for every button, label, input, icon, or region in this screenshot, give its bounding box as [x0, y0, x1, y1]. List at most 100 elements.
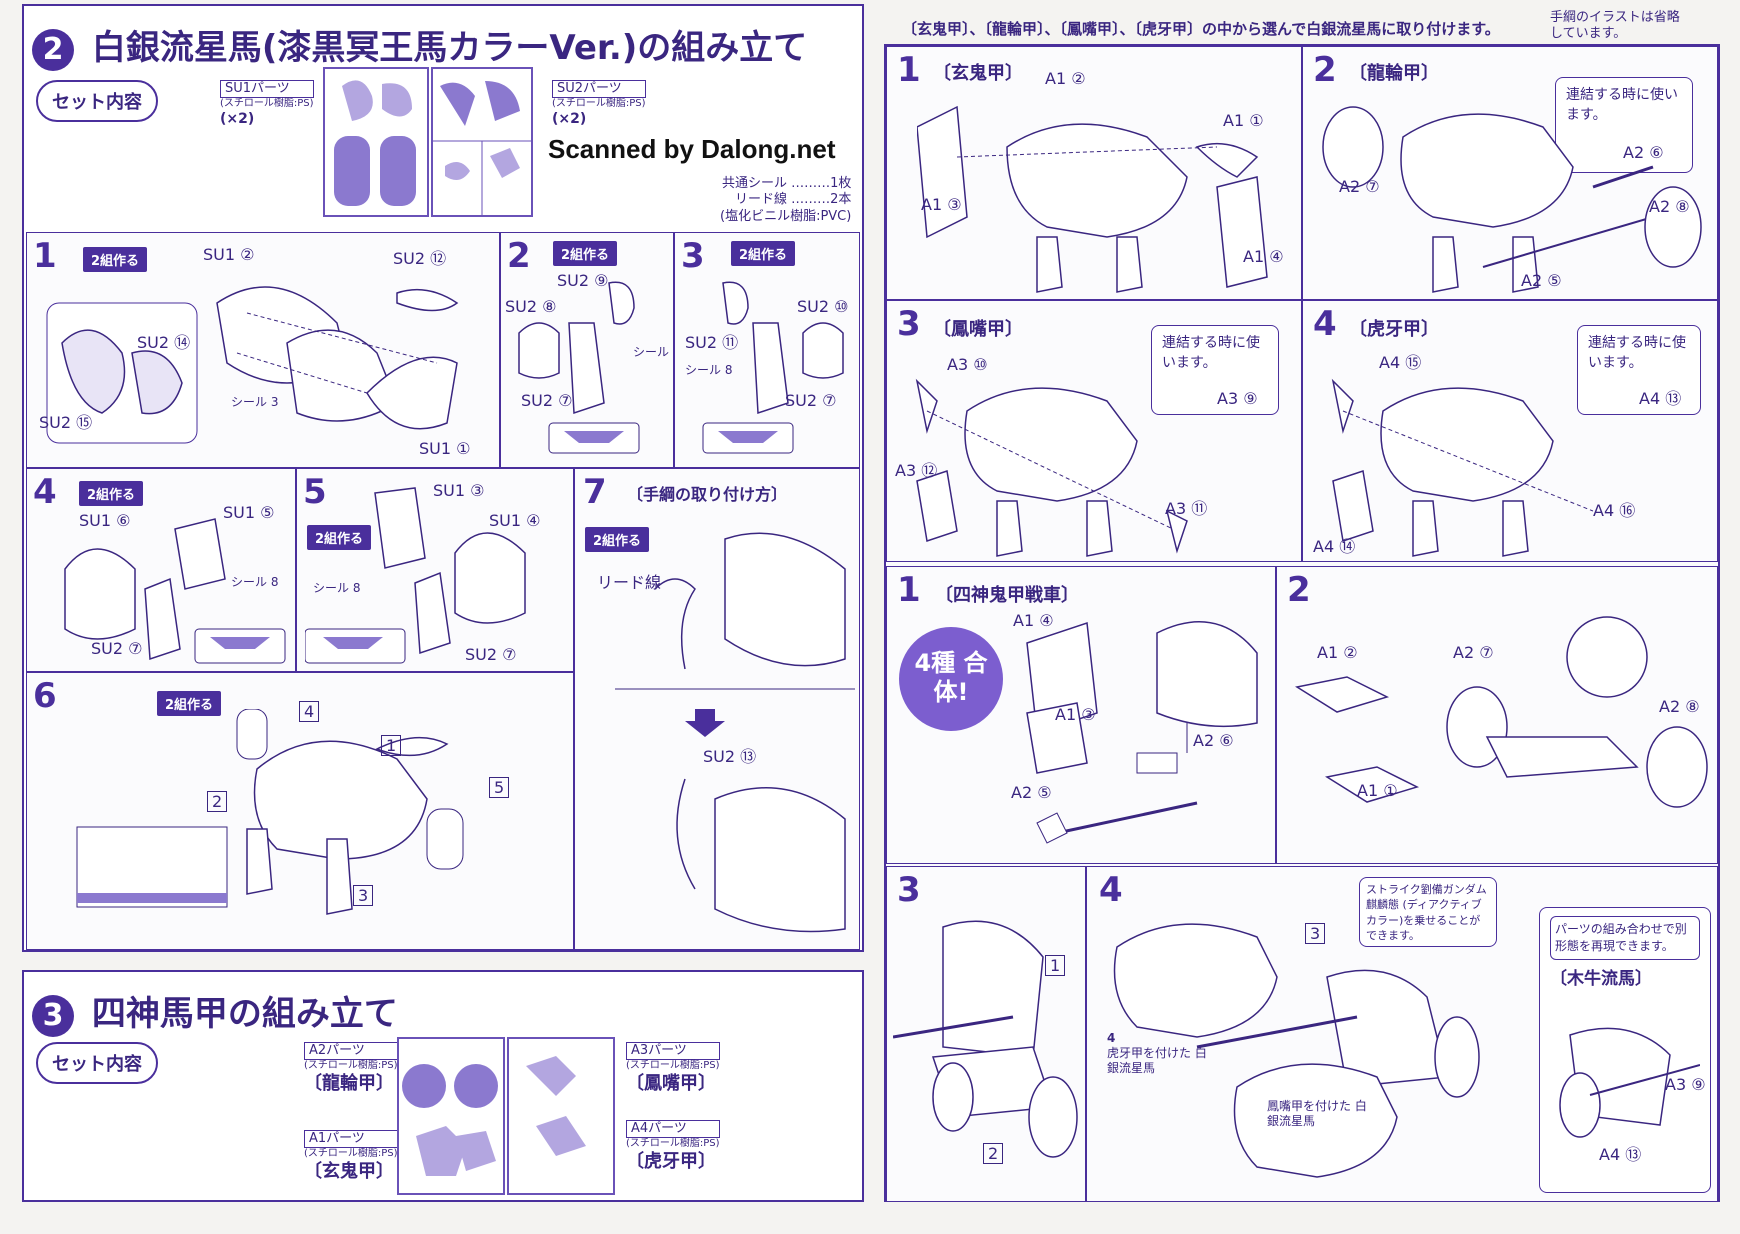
label-a3-12: A3 ⑫ [895, 461, 938, 480]
label-a4-16: A4 ⑯ [1593, 501, 1636, 520]
chariot-step-3-panel: 3 1 2 [886, 866, 1086, 1202]
label-a4-14: A4 ⑭ [1313, 537, 1356, 556]
step-number: 3 [681, 236, 705, 276]
armor-step-3-panel: 3 〔鳳嘴甲〕 連結する時に使います。 A3 ⑩ A3 ⑨ A3 ⑫ A3 ⑪ [886, 300, 1302, 562]
step6-horse-illustration [47, 709, 567, 945]
label-a2-6: A2 ⑥ [1623, 143, 1664, 162]
a3-parts-label: A3パーツ (スチロール樹脂:PS) 〔鳳嘴甲〕 [626, 1042, 720, 1094]
label-a1-3: A1 ③ [1055, 705, 1096, 724]
chariot2-illustration [1287, 607, 1713, 859]
label-su2-13: SU2 ⑬ [703, 747, 757, 766]
chariot3-illustration [893, 907, 1081, 1197]
label-a2-6: A2 ⑥ [1193, 731, 1234, 750]
extras-list: 共通シール ………1枚 リード線 ………2本 (塩化ビニル樹脂:PVC) [720, 176, 852, 224]
make-two-badge: 2組作る [585, 527, 650, 552]
step7-title: 〔手綱の取り付け方〕 [627, 485, 788, 504]
label-a4-13: A4 ⑬ [1639, 389, 1682, 408]
label-2: 2 [983, 1143, 1004, 1164]
step-2-panel: 2 2組作る SU2 ⑨ SU2 ⑧ SU2 ⑦ シール 8 [500, 232, 674, 468]
label-seal-8: シール 8 [313, 581, 361, 595]
label-su2-10: SU2 ⑩ [797, 297, 849, 316]
armor-step-2-panel: 2 〔龍輪甲〕 連結する時に使います。 A2 ⑥ A2 ⑦ A2 ⑧ A2 ⑤ [1302, 46, 1718, 300]
right-header: 〔玄鬼甲〕、〔龍輪甲〕、〔鳳嘴甲〕、〔虎牙甲〕の中から選んで白銀流星馬に取り付け… [902, 20, 1500, 38]
label-a2-8: A2 ⑧ [1659, 697, 1700, 716]
a4-parts-label: A4パーツ (スチロール樹脂:PS) 〔虎牙甲〕 [626, 1120, 720, 1172]
label-a4-13: A4 ⑬ [1599, 1145, 1642, 1164]
section3-title-text: 四神馬甲の組み立て [91, 994, 398, 1034]
step-number: 3 [897, 304, 921, 344]
chariot-title: 〔四神鬼甲戦車〕 [935, 585, 1079, 606]
label-a3-9: A3 ⑨ [1217, 389, 1258, 408]
label-a2-7: A2 ⑦ [1453, 643, 1494, 662]
label-su2-14: SU2 ⑭ [137, 333, 191, 352]
watermark: Scanned by Dalong.net [548, 134, 836, 164]
connect-note: 連結する時に使います。 [1577, 325, 1701, 415]
step-number: 4 [1099, 870, 1123, 910]
step-number: 4 [33, 472, 57, 512]
label-a4-15: A4 ⑮ [1379, 353, 1422, 372]
label-a2-7: A2 ⑦ [1339, 177, 1380, 196]
step-number: 4 [1313, 304, 1337, 344]
label-3-phoenix: 鳳嘴甲を付けた 白銀流星馬 [1267, 1099, 1367, 1128]
armor-step-title: 〔虎牙甲〕 [1349, 319, 1439, 340]
step-number: 1 [897, 570, 921, 610]
four-combo-badge: 4種 合体! [899, 627, 1003, 731]
chariot-step-4-panel: 4 ストライク劉備ガンダム 麒麟態 (ディアクティブカラー)を乗せることができま… [1086, 866, 1718, 1202]
label-1: 1 [1045, 955, 1066, 976]
connect-note: 連結する時に使います。 [1555, 77, 1693, 173]
label-su2-8: SU2 ⑧ [505, 297, 557, 316]
su2-runner-illustration [430, 66, 534, 218]
step-1-panel: 1 2組作る SU1 ② SU2 ⑫ SU2 ⑭ SU2 ⑮ SU1 ① シール… [26, 232, 500, 468]
step-number: 2 [1287, 570, 1311, 610]
label-5: 5 [489, 777, 510, 798]
label-a1-1: A1 ① [1357, 781, 1398, 800]
armor4-illustration [1323, 351, 1703, 559]
step2-leg-illustration [509, 273, 667, 463]
label-su1-6: SU1 ⑥ [79, 511, 131, 530]
step-3-panel: 3 2組作る SU2 ⑩ SU2 ⑪ SU2 ⑦ シール 8 [674, 232, 860, 468]
label-a3-11: A3 ⑪ [1165, 499, 1208, 518]
right-header-note: 手綱のイラストは省略しています。 [1550, 10, 1680, 42]
step-number: 6 [33, 676, 57, 716]
su1-runner-illustration [322, 66, 430, 218]
section2-title-text: 白銀流星馬(漆黒冥王馬カラーVer.)の組み立て [91, 28, 808, 68]
step-6-panel: 6 2組作る 4 1 2 5 3 [26, 672, 574, 950]
chariot-step-1-panel: 1 〔四神鬼甲戦車〕 4種 合体! A1 ④ A1 ③ A2 ⑥ A2 ⑤ [886, 566, 1276, 864]
label-1: 1 [381, 735, 402, 756]
set-contents-label: セット内容 [36, 80, 158, 122]
label-4-tiger: 4 虎牙甲を付けた 白銀流星馬 [1107, 1031, 1207, 1075]
label-su1-4: SU1 ④ [489, 511, 541, 530]
a-runners-illustration [396, 1036, 616, 1196]
set-contents-label-3: セット内容 [36, 1042, 158, 1084]
label-a3-10: A3 ⑩ [947, 355, 988, 374]
step3-leg-illustration [683, 273, 853, 463]
armor-step-title: 〔玄鬼甲〕 [933, 63, 1023, 84]
a2-parts-label: A2パーツ (スチロール樹脂:PS) 〔龍輪甲〕 [304, 1042, 398, 1094]
label-a1-3: A1 ③ [921, 195, 962, 214]
step5-leg-illustration [305, 483, 567, 669]
label-su1-5: SU1 ⑤ [223, 503, 275, 522]
label-2: 2 [207, 791, 228, 812]
label-su2-7: SU2 ⑦ [521, 391, 573, 410]
label-lead-wire: リード線 [597, 573, 662, 592]
make-two-badge: 2組作る [307, 525, 372, 550]
gundam-note: ストライク劉備ガンダム 麒麟態 (ディアクティブカラー)を乗せることができます。 [1359, 877, 1497, 947]
label-4: 4 [299, 701, 320, 722]
step-number: 2 [1313, 50, 1337, 90]
step-7-panel: 7 〔手綱の取り付け方〕 2組作る リード線 SU2 ⑬ [574, 468, 860, 950]
armor-step-title: 〔龍輪甲〕 [1349, 63, 1439, 84]
label-a1-2: A1 ② [1317, 643, 1358, 662]
armor3-illustration [907, 351, 1287, 559]
label-3: 3 [353, 885, 374, 906]
step-number: 7 [583, 472, 607, 512]
section3-number: 3 [32, 994, 74, 1037]
label-seal-8: シール 8 [685, 363, 733, 377]
armor2-illustration [1313, 87, 1709, 297]
label-seal-3: シール 3 [231, 395, 279, 409]
label-su2-7: SU2 ⑦ [91, 639, 143, 658]
su2-parts-label: SU2パーツ (スチロール樹脂:PS) (×2) [552, 80, 646, 127]
label-su2-15: SU2 ⑮ [39, 413, 93, 432]
step-number: 1 [897, 50, 921, 90]
make-two-badge: 2組作る [553, 241, 618, 266]
step-4-panel: 4 2組作る SU1 ⑥ SU1 ⑤ SU2 ⑦ シール 8 [26, 468, 296, 672]
